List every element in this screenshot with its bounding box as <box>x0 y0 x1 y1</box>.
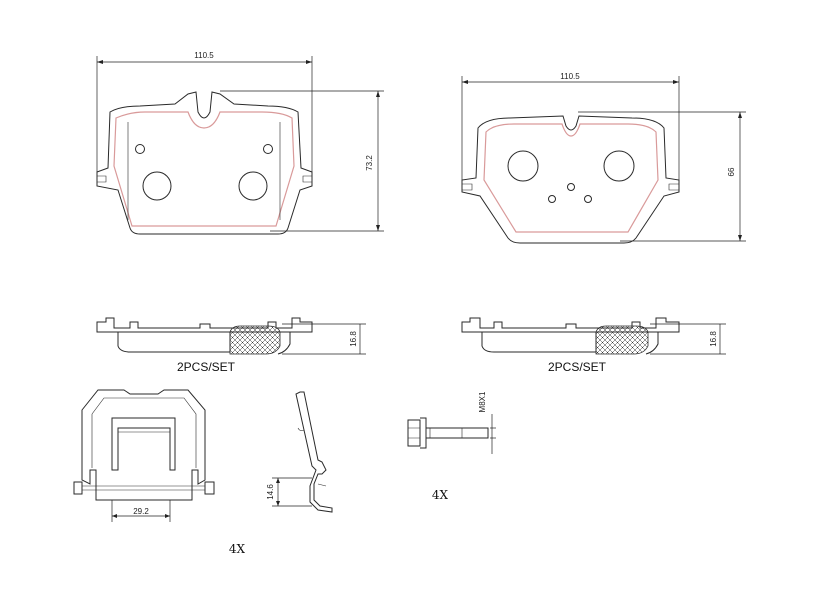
caliper-bolt: M8X1 4X <box>407 391 496 502</box>
front-thickness-label: 16.8 <box>349 331 358 347</box>
front-side-view: 16.8 2PCS/SET <box>96 317 366 374</box>
rear-height-dimension: 66 <box>578 111 746 242</box>
bolt-quantity: 4X <box>432 488 449 502</box>
rear-thickness-dimension: 16.8 <box>650 323 726 355</box>
rear-width-dimension: 110.5 <box>461 72 680 190</box>
rear-set-label: 2PCS/SET <box>548 360 607 374</box>
front-thickness-dimension: 16.8 <box>282 323 366 355</box>
rear-height-label: 66 <box>727 167 736 176</box>
front-pad-view: 110.5 73.2 <box>96 51 384 235</box>
clip-height-label: 14.6 <box>266 484 275 500</box>
bolt-thread-label: M8X1 <box>478 391 487 412</box>
clip-width-dimension: 29.2 <box>111 500 171 522</box>
rear-pad-view: 110.5 66 <box>461 72 746 244</box>
rear-width-label: 110.5 <box>560 72 580 81</box>
bolt-thread-dimension: M8X1 <box>478 391 496 454</box>
clip-quantity: 4X <box>229 542 246 556</box>
rear-thickness-label: 16.8 <box>709 331 718 347</box>
front-height-dimension: 73.2 <box>220 90 384 232</box>
clip-height-dimension: 14.6 <box>266 477 312 507</box>
abutment-clip-side-view: 14.6 <box>266 391 333 513</box>
rear-side-view: 16.8 2PCS/SET <box>461 317 726 374</box>
front-height-label: 73.2 <box>365 155 374 171</box>
front-set-label: 2PCS/SET <box>177 360 236 374</box>
front-width-dimension: 110.5 <box>96 51 313 175</box>
clip-width-label: 29.2 <box>133 507 149 516</box>
front-width-label: 110.5 <box>194 51 214 60</box>
abutment-clip-front-view: 29.2 4X <box>73 389 246 556</box>
